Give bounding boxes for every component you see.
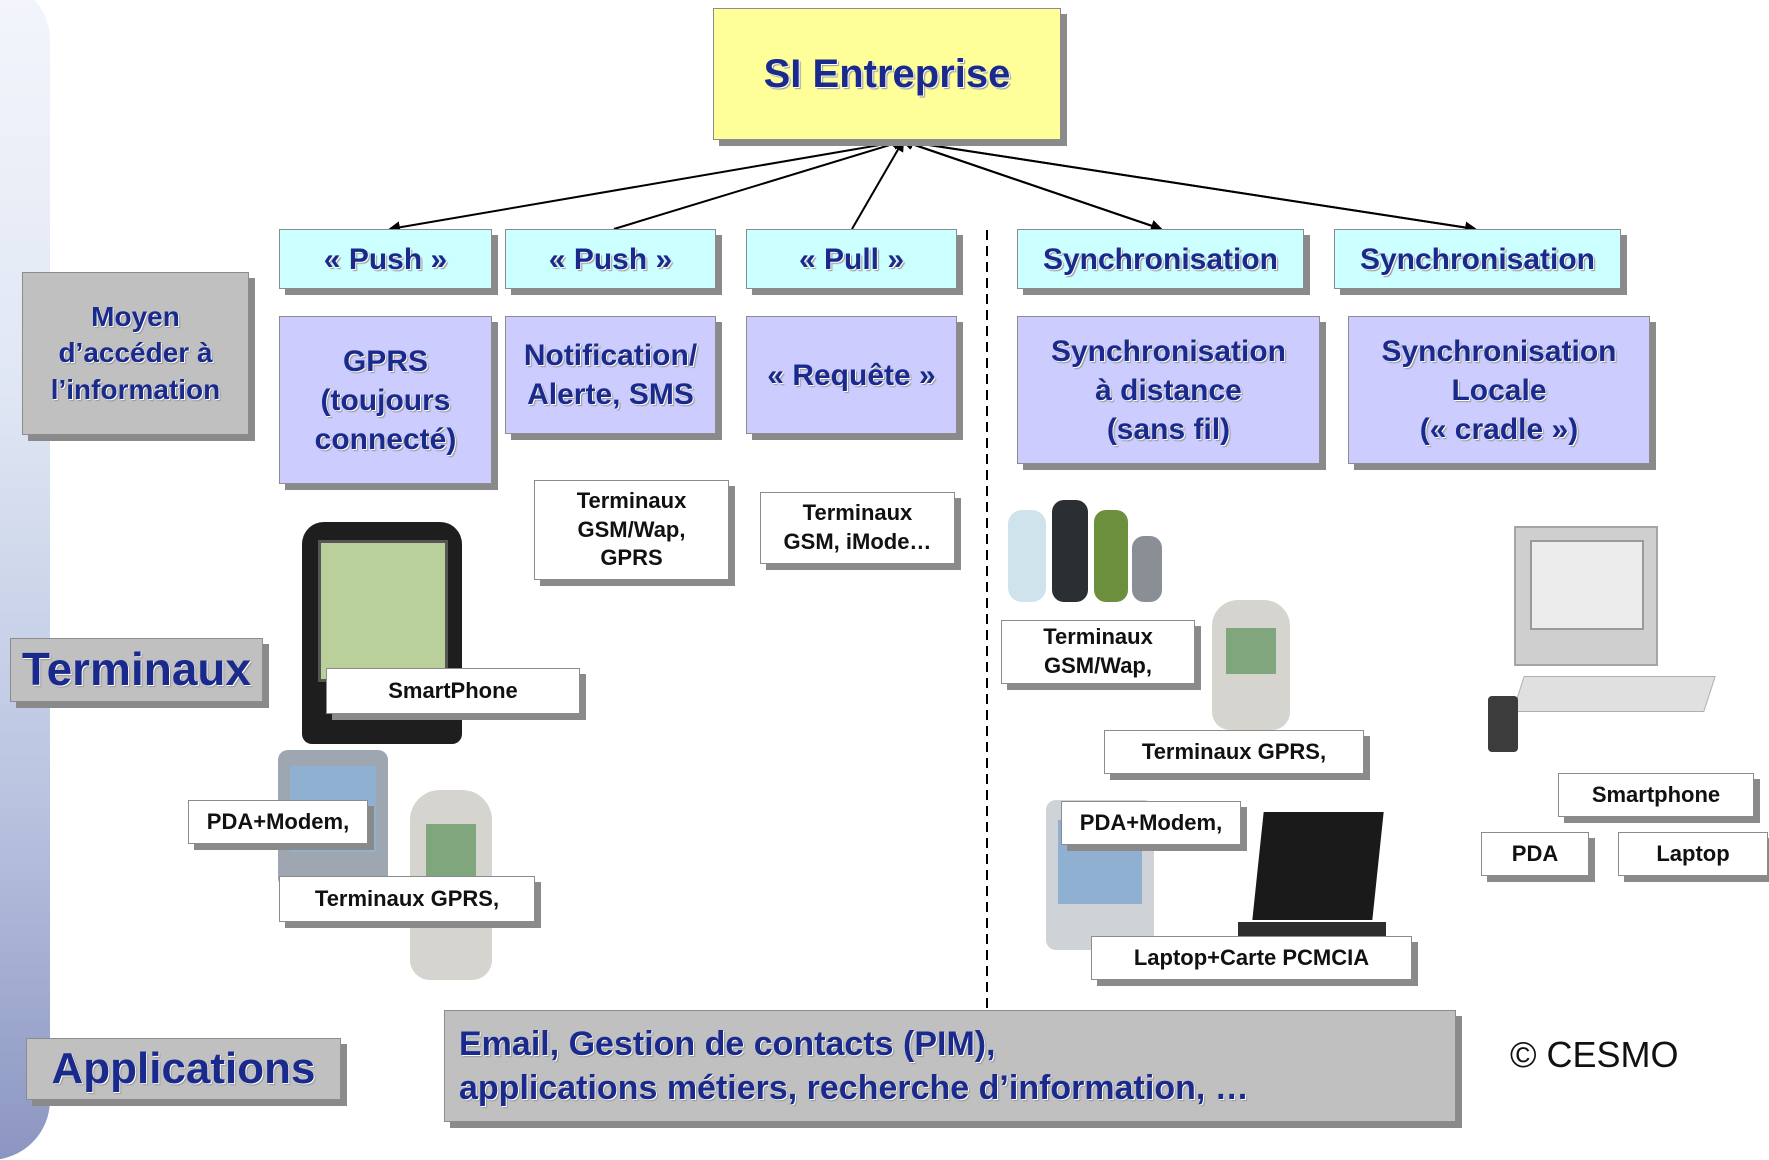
label-text: Terminaux GSM/Wap, xyxy=(1043,624,1153,678)
arrow-from-sync-2 xyxy=(901,136,1476,230)
label-text: Terminaux GPRS, xyxy=(1141,738,1327,764)
label-pda-modem-left: PDA+Modem, xyxy=(188,800,368,844)
terminaux-header: Terminaux xyxy=(10,638,263,702)
phones-group-icon xyxy=(1008,496,1166,608)
arrow-to-push-1 xyxy=(388,140,904,234)
access-label: Notification/ Alerte, SMS xyxy=(523,339,698,411)
mode-sync-2: Synchronisation xyxy=(1334,229,1621,289)
access-label: Synchronisation à distance (sans fil) xyxy=(1050,334,1287,446)
mobile-phone-icon xyxy=(1212,600,1290,730)
applications-text: Email, Gestion de contacts (PIM), applic… xyxy=(459,1024,1249,1107)
access-label: « Requête » xyxy=(767,358,936,392)
label-gprs-left: Terminaux GPRS, xyxy=(279,876,535,922)
access-requete: « Requête » xyxy=(746,316,957,434)
label-text: SmartPhone xyxy=(388,677,518,703)
mode-label: « Pull » xyxy=(798,242,905,276)
arrow-from-push-2 xyxy=(613,138,905,230)
terminaux-header-label: Terminaux xyxy=(21,643,252,696)
label-gsm-wap-gprs: Terminaux GSM/Wap, GPRS xyxy=(534,480,729,580)
label-gsm-imode: Terminaux GSM, iMode… xyxy=(760,492,955,564)
label-gsm-wap-right: Terminaux GSM/Wap, xyxy=(1001,620,1195,684)
label-laptop-pcmcia: Laptop+Carte PCMCIA xyxy=(1091,936,1412,980)
label-pda-modem-right: PDA+Modem, xyxy=(1061,801,1241,845)
access-header-label: Moyen d’accéder à l’information xyxy=(50,300,221,405)
copyright: © CESMO xyxy=(1510,1034,1679,1075)
arrow-from-pull xyxy=(851,139,905,230)
label-text: Terminaux GSM, iMode… xyxy=(783,500,932,554)
label-text: PDA+Modem, xyxy=(1079,809,1223,835)
background-swoosh xyxy=(0,0,50,1160)
label-text: Laptop xyxy=(1656,840,1730,866)
mode-push-1: « Push » xyxy=(279,229,492,289)
applications-header-label: Applications xyxy=(51,1044,316,1094)
label-text: Terminaux GSM/Wap, GPRS xyxy=(576,488,687,571)
mode-label: Synchronisation xyxy=(1042,242,1279,276)
mode-sync-1: Synchronisation xyxy=(1017,229,1304,289)
si-entreprise-box: SI Entreprise xyxy=(713,8,1061,140)
mode-pull: « Pull » xyxy=(746,229,957,289)
label-text: Terminaux GPRS, xyxy=(314,885,500,911)
label-laptop-cradle: Laptop xyxy=(1618,832,1768,876)
access-header: Moyen d’accéder à l’information xyxy=(22,272,249,435)
access-gprs: GPRS (toujours connecté) xyxy=(279,316,492,484)
access-label: GPRS (toujours connecté) xyxy=(314,344,457,456)
arrow-from-sync-1 xyxy=(901,138,1162,230)
label-smartphone: SmartPhone xyxy=(326,668,580,714)
applications-box: Email, Gestion de contacts (PIM), applic… xyxy=(444,1010,1456,1122)
label-pda-cradle: PDA xyxy=(1481,832,1589,876)
mode-label: « Push » xyxy=(548,242,673,276)
label-text: Smartphone xyxy=(1591,781,1721,807)
connector-arrows xyxy=(388,136,1477,1010)
label-text: PDA+Modem, xyxy=(206,808,350,834)
mode-push-2: « Push » xyxy=(505,229,716,289)
access-label: Synchronisation Locale (« cradle ») xyxy=(1381,334,1617,446)
access-sync-distance: Synchronisation à distance (sans fil) xyxy=(1017,316,1320,464)
access-sync-locale: Synchronisation Locale (« cradle ») xyxy=(1348,316,1650,464)
mode-label: Synchronisation xyxy=(1359,242,1596,276)
desktop-computer-icon xyxy=(1478,526,1724,756)
label-gprs-right: Terminaux GPRS, xyxy=(1104,730,1364,774)
si-entreprise-label: SI Entreprise xyxy=(763,52,1011,96)
applications-header: Applications xyxy=(26,1038,341,1100)
label-text: Laptop+Carte PCMCIA xyxy=(1133,944,1370,970)
access-notification: Notification/ Alerte, SMS xyxy=(505,316,716,434)
mode-label: « Push » xyxy=(323,242,448,276)
label-text: PDA xyxy=(1511,840,1559,866)
label-smartphone-cradle: Smartphone xyxy=(1558,773,1754,817)
